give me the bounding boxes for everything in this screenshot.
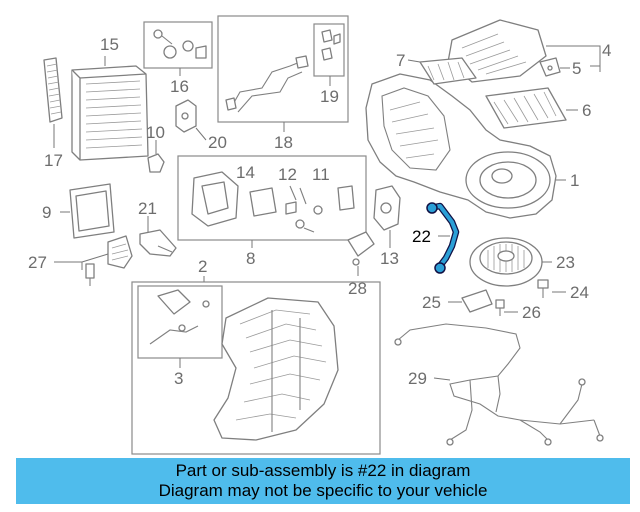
part-16-clips-box[interactable] (143, 21, 213, 76)
label-4: 4 (602, 41, 611, 60)
label-28: 28 (348, 279, 367, 298)
part-7-grid[interactable] (407, 57, 477, 85)
label-5: 5 (572, 59, 581, 78)
part-6-cabin-filter[interactable] (485, 87, 578, 129)
part-23-blower[interactable] (469, 237, 552, 287)
part-18-pipes-box[interactable] (217, 15, 349, 132)
part-24-screw[interactable] (537, 279, 566, 298)
label-13: 13 (380, 249, 399, 268)
label-20: 20 (208, 133, 227, 152)
part-1-hvac-housing[interactable] (365, 73, 566, 219)
label-29: 29 (408, 369, 427, 388)
part-2-box[interactable] (131, 276, 381, 455)
part-25-resistor[interactable] (448, 289, 493, 313)
part-27-motor[interactable] (54, 235, 133, 286)
info-banner: Part or sub-assembly is #22 in diagram D… (16, 458, 630, 504)
part-21-actuator[interactable] (139, 216, 177, 257)
label-24: 24 (570, 283, 589, 302)
banner-line-2: Diagram may not be specific to your vehi… (158, 481, 488, 500)
label-27: 27 (28, 253, 47, 272)
part-28-connector[interactable] (347, 231, 375, 276)
part-15-heater-core[interactable] (71, 56, 149, 161)
label-12: 12 (278, 165, 297, 184)
label-16: 16 (170, 77, 189, 96)
part-29-harness[interactable] (394, 323, 604, 446)
part-10-sensor[interactable] (147, 140, 165, 173)
label-6: 6 (582, 101, 591, 120)
part-22-hose-highlighted[interactable] (426, 202, 460, 274)
part-20-bracket[interactable] (175, 99, 207, 141)
label-8: 8 (246, 249, 255, 268)
label-19: 19 (320, 87, 339, 106)
part-17-strip[interactable] (43, 57, 63, 148)
label-2: 2 (198, 257, 207, 276)
label-3: 3 (174, 369, 183, 388)
part-26-screw[interactable] (495, 299, 518, 316)
label-11: 11 (312, 165, 330, 184)
label-17: 17 (44, 151, 63, 170)
label-23: 23 (556, 253, 575, 272)
label-7: 7 (396, 51, 405, 70)
label-10: 10 (146, 123, 165, 142)
label-21: 21 (138, 199, 157, 218)
banner-line-1: Part or sub-assembly is #22 in diagram (175, 461, 471, 480)
part-8-box[interactable] (177, 155, 367, 248)
label-15: 15 (100, 35, 119, 54)
label-18: 18 (274, 133, 293, 152)
part-13-bracket[interactable] (373, 185, 401, 248)
label-1: 1 (570, 171, 579, 190)
label-14: 14 (236, 163, 255, 182)
part-9-filter[interactable] (60, 183, 115, 239)
label-25: 25 (422, 293, 441, 312)
part-5-clip[interactable] (539, 57, 570, 77)
label-22: 22 (412, 227, 431, 246)
label-9: 9 (42, 203, 51, 222)
label-26: 26 (522, 303, 541, 322)
